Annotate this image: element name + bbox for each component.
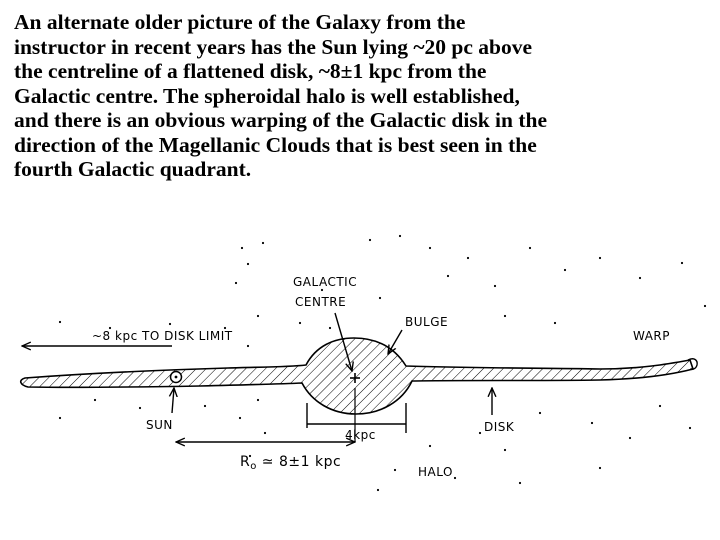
caption-text: An alternate older picture of the Galaxy… [14,10,714,182]
caption-line: fourth Galactic quadrant. [14,157,252,181]
caption-line: Galactic centre. The spheroidal halo is … [14,83,520,108]
disk-limit-label: ~8 kpc TO DISK LIMIT [92,329,233,343]
sun-symbol [169,370,183,384]
galactic-disk [19,337,695,415]
caption-line: instructor in recent years has the Sun l… [14,34,533,59]
warp-label: WARP [633,329,670,343]
bulge-width-label: 4kpc [345,428,376,442]
warp-tip [687,358,698,371]
sun-distance-label: Ro ≃ 8±1 kpc [240,454,341,472]
caption-line: An alternate older picture of the Galaxy… [14,10,466,34]
disk-label: DISK [484,420,515,434]
halo-dots [58,234,707,492]
caption-line: and there is an obvious warping of the G… [14,108,547,132]
galactic-centre-arrow [334,312,352,371]
caption-line: the centreline of a flattened disk, ~8±1… [14,59,487,83]
bulge-arrow [388,329,403,354]
sun-arrow [172,388,174,414]
galaxy-diagram: ~8 kpc TO DISK LIMIT GALACTIC CENTRE BUL… [19,234,707,492]
bulge-label: BULGE [405,315,448,329]
galactic-centre-label: CENTRE [295,295,346,309]
sun-label: SUN [146,418,173,432]
caption-line: direction of the Magellanic Clouds that … [14,132,537,157]
bulge-width-bracket [306,403,407,433]
halo-label: HALO [418,465,453,479]
centre-cross [350,373,360,383]
galactic-centre-label: GALACTIC [293,275,357,289]
